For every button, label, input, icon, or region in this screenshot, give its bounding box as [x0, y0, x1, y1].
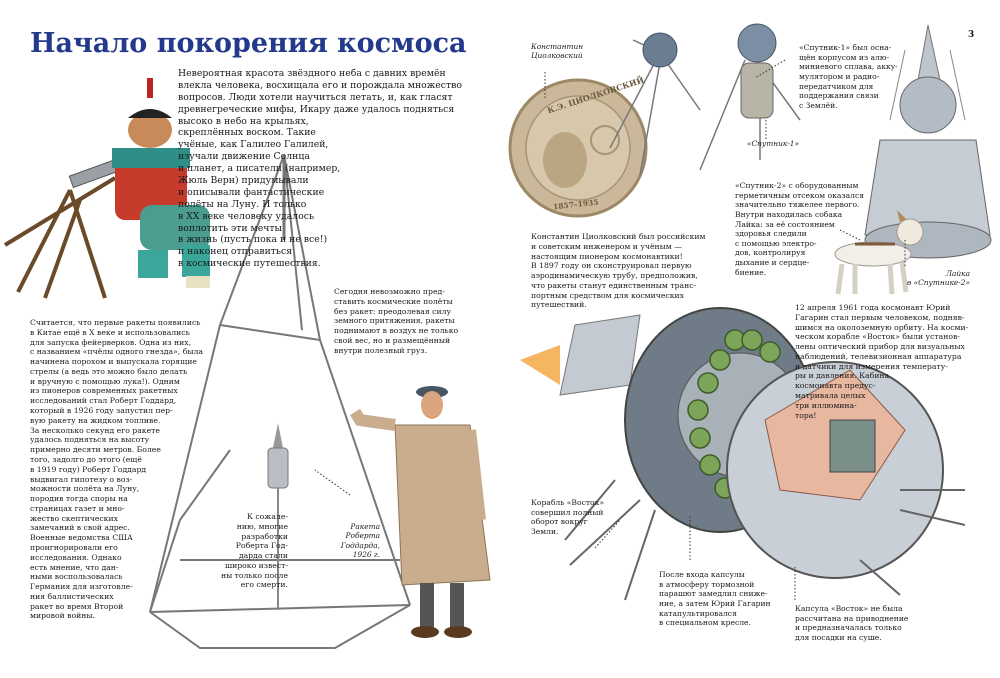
page-title: Начало покорения космоса [30, 28, 467, 59]
sputnik2-illustration [864, 24, 992, 259]
robert-goddard-illustration [349, 386, 491, 638]
rockets-history-paragraph: Считается, что первые ракеты появились в… [30, 318, 203, 621]
sputnik1-illustration [609, 23, 801, 176]
gravity-paragraph: Сегодня невозможно пред- ставить космиче… [334, 287, 459, 355]
goddard-rocket-frame-illustration [149, 154, 411, 649]
dotted-leader-lines [314, 59, 906, 600]
landing-paragraph: После входа капсулы в атмосферу тормозно… [659, 570, 771, 628]
tsiolkovsky-paragraph: Константин Циолковский был российским и … [531, 232, 706, 310]
laika-caption: Лайка в «Спутнике-2» [906, 269, 970, 288]
capsule-paragraph: Капсула «Восток» не была рассчитана на п… [795, 604, 909, 642]
page-number: 3 [968, 30, 975, 40]
goddard-rocket-caption: Ракета Роберта Годдарда, 1926 г. [340, 522, 380, 559]
chinese-warrior-illustration [3, 78, 210, 299]
goddard-note: К сожале- нию, многие разработки Роберта… [220, 512, 288, 590]
laika-dog-illustration [834, 210, 924, 295]
tsiolkovsky-label: Константин Циолковский [531, 42, 584, 61]
intro-paragraph: Невероятная красота звёздного неба с дав… [178, 68, 462, 270]
vostok-orbit-note: Корабль «Восток» совершил полный оборот … [531, 498, 604, 536]
sputnik1-paragraph: «Спутник-1» был осна- щён корпусом из ал… [799, 43, 898, 110]
goddard-rocket-illustration [267, 423, 289, 610]
sputnik1-caption: «Спутник-1» [747, 139, 799, 148]
vostok-spacecraft-illustration [520, 307, 966, 601]
gagarin-paragraph: 12 апреля 1961 года космонавт Юрий Гагар… [795, 303, 969, 420]
tsiolkovsky-coin-illustration [508, 78, 648, 218]
sputnik2-paragraph: «Спутник-2» с оборудованным герметичным … [735, 181, 864, 277]
